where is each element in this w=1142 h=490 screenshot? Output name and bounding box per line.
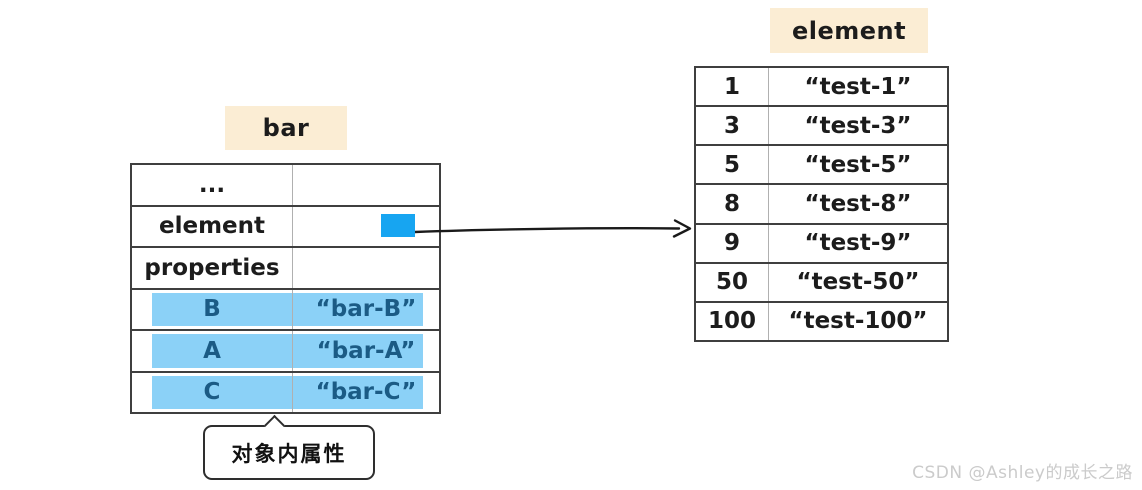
row-key: properties xyxy=(132,248,293,288)
row-value: “bar-C” xyxy=(315,379,417,406)
element-pointer-swatch xyxy=(381,214,415,237)
arrow-right-icon xyxy=(413,219,692,238)
row-value: “test-100” xyxy=(788,308,928,335)
table-row-element: element xyxy=(132,204,439,246)
row-value: “test-9” xyxy=(804,230,912,257)
bar-table-title: bar xyxy=(225,106,347,150)
table-row: 9 “test-9” xyxy=(696,222,947,262)
table-row-properties: properties xyxy=(132,246,439,288)
table-row: 5 “test-5” xyxy=(696,144,947,184)
table-row: ... xyxy=(132,165,439,205)
element-table-title: element xyxy=(770,8,928,53)
row-key: C xyxy=(132,372,293,412)
row-key: element xyxy=(132,206,293,246)
row-value xyxy=(293,248,439,288)
row-key: A xyxy=(132,331,293,371)
table-row-highlighted: C “bar-C” xyxy=(132,370,439,412)
row-value: “bar-B” xyxy=(315,296,417,323)
table-row-highlighted: B “bar-B” xyxy=(132,287,439,329)
row-key: 5 xyxy=(696,146,769,184)
row-value xyxy=(293,165,439,205)
row-key: 8 xyxy=(696,185,769,223)
table-row-highlighted: A “bar-A” xyxy=(132,329,439,371)
table-row: 1 “test-1” xyxy=(696,68,947,106)
row-key: 1 xyxy=(696,68,769,106)
watermark: CSDN @Ashley的成长之路 xyxy=(912,463,1133,483)
row-value: “test-5” xyxy=(804,151,912,178)
table-row: 100 “test-100” xyxy=(696,300,947,340)
callout-in-object-properties: 对象内属性 xyxy=(203,414,375,480)
row-value: “test-3” xyxy=(804,112,912,139)
row-key: 3 xyxy=(696,107,769,145)
table-row: 8 “test-8” xyxy=(696,183,947,223)
row-key: 100 xyxy=(696,302,769,340)
row-key: ... xyxy=(132,165,293,205)
row-value: “bar-A” xyxy=(316,337,416,364)
callout-pointer-icon xyxy=(263,414,286,437)
row-value: “test-1” xyxy=(804,73,912,100)
bar-table: ... element properties B “bar-B” A “bar-… xyxy=(130,163,441,414)
table-row: 3 “test-3” xyxy=(696,105,947,145)
element-table: 1 “test-1” 3 “test-3” 5 “test-5” 8 “test… xyxy=(694,66,949,342)
row-value: “test-50” xyxy=(796,269,920,296)
row-value: “test-8” xyxy=(804,190,912,217)
table-row: 50 “test-50” xyxy=(696,261,947,301)
row-key: 50 xyxy=(696,263,769,301)
callout-label: 对象内属性 xyxy=(231,441,347,466)
row-key: 9 xyxy=(696,224,769,262)
row-key: B xyxy=(132,289,293,329)
